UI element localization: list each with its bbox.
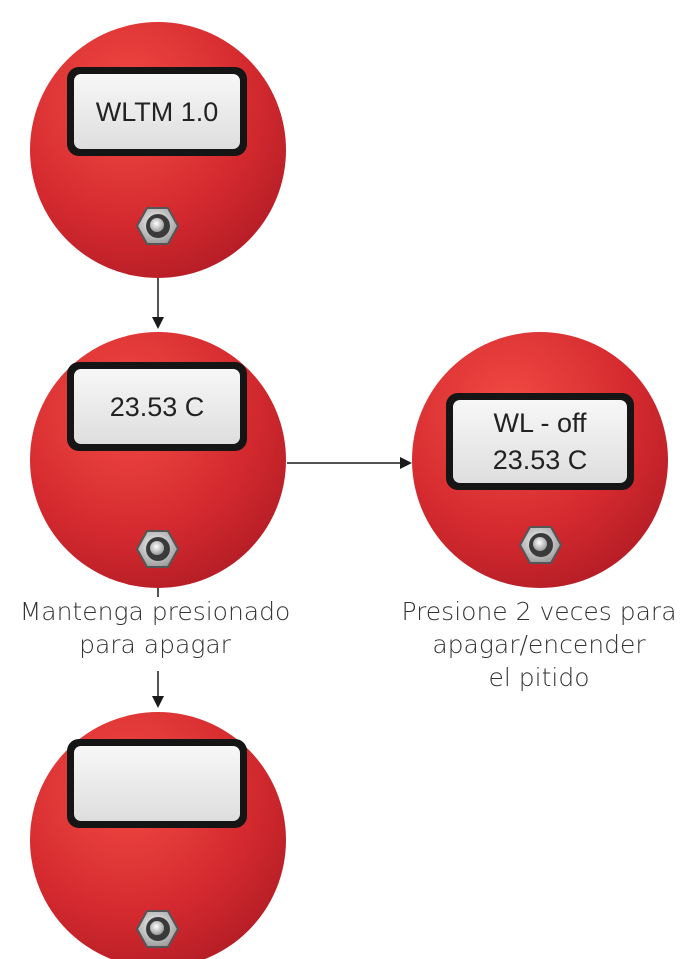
- screen-line-1: WL - off: [493, 408, 587, 438]
- push-button[interactable]: [135, 207, 180, 245]
- screen-line-1: 23.53 C: [110, 392, 205, 422]
- screen-face: [453, 400, 627, 483]
- device-startup: WLTM 1.0: [30, 22, 286, 278]
- device-beep-toggle: WL - off 23.53 C: [412, 332, 668, 588]
- caption-double-press-beep: Presione 2 veces para apagar/encender el…: [396, 595, 682, 694]
- push-button[interactable]: [135, 910, 180, 948]
- push-button[interactable]: [518, 526, 563, 564]
- screen-line-2: 23.53 C: [493, 445, 588, 475]
- button-knob: [150, 218, 164, 232]
- screen-line-1: WLTM 1.0: [96, 97, 219, 127]
- caption-line-1: Presione 2 veces para: [401, 597, 677, 626]
- push-button[interactable]: [135, 530, 180, 568]
- device-temperature: 23.53 C: [30, 332, 286, 588]
- screen-face: [74, 369, 240, 444]
- screen-face: [74, 746, 240, 821]
- screen-face: [74, 74, 240, 149]
- button-knob: [150, 541, 164, 555]
- caption-line-2: apagar/encender: [432, 630, 646, 659]
- caption-hold-to-power-off: Mantenga presionado para apagar: [5, 595, 305, 661]
- device-off: [30, 712, 286, 959]
- caption-line-3: el pitido: [488, 663, 590, 692]
- button-knob: [533, 537, 547, 551]
- button-knob: [150, 921, 164, 935]
- caption-line-2: para apagar: [79, 630, 231, 659]
- caption-line-1: Mantenga presionado: [19, 597, 291, 626]
